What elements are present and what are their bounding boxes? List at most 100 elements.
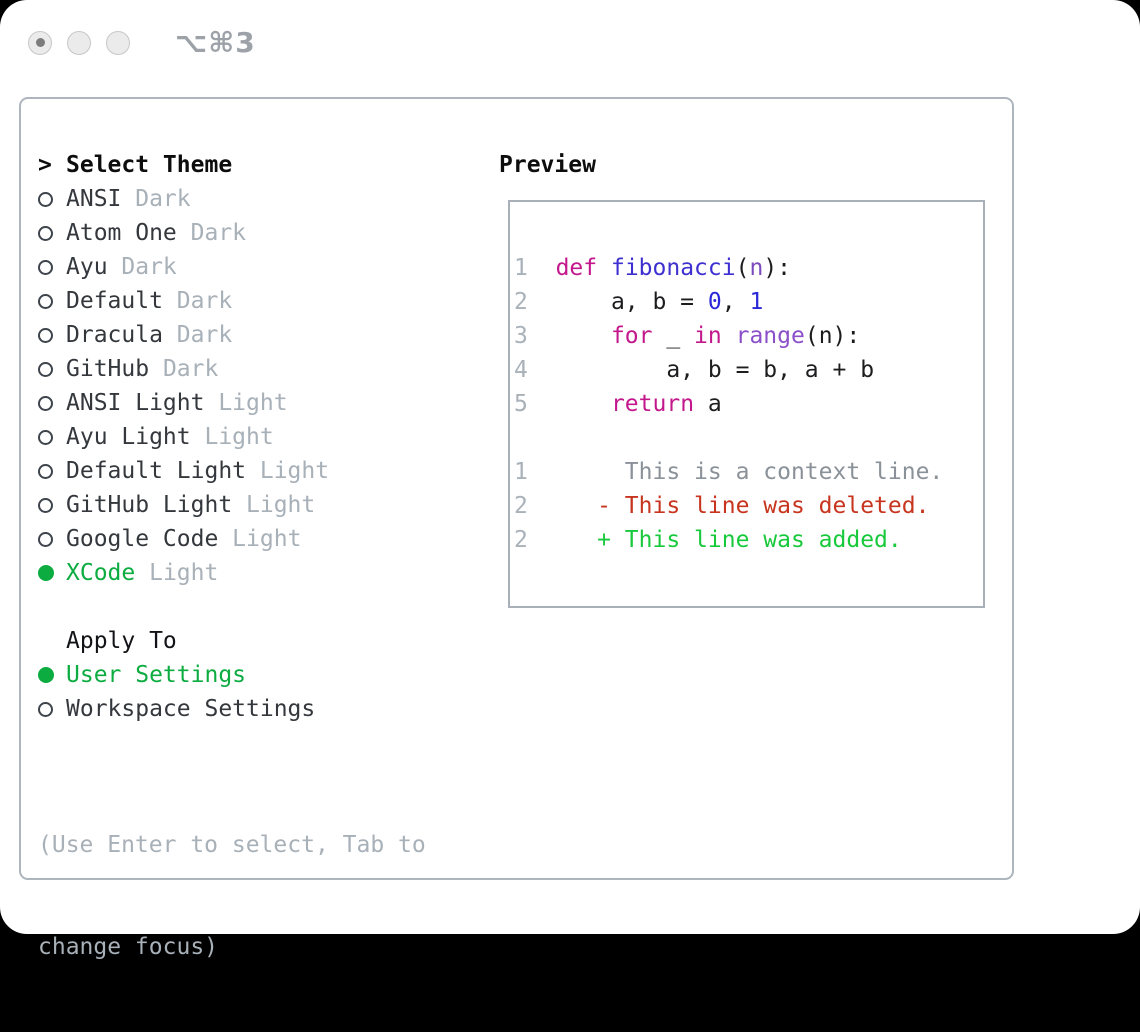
code-token-keyword: in — [694, 323, 722, 349]
item-variant-tag: Dark — [108, 250, 177, 284]
code-token-context: This is a context line. — [625, 459, 944, 485]
apply-to-title: Apply To — [66, 624, 177, 658]
theme-item-default-light[interactable]: Default Light Light — [38, 454, 478, 488]
radio-unselected-icon — [38, 260, 53, 275]
radio-unselected-icon — [38, 498, 53, 513]
theme-item-ayu[interactable]: Ayu Dark — [38, 250, 478, 284]
preview-line — [514, 421, 979, 455]
code-token-number: 0 — [708, 289, 722, 315]
theme-item-github-light[interactable]: GitHub Light Light — [38, 488, 478, 522]
theme-item-dracula[interactable]: Dracula Dark — [38, 318, 478, 352]
item-label: Dracula — [66, 318, 163, 352]
item-label: Atom One — [66, 216, 177, 250]
theme-item-ansi-light[interactable]: ANSI Light Light — [38, 386, 478, 420]
spacer-row — [38, 726, 478, 760]
item-variant-tag: Light — [204, 386, 287, 420]
code-token-number: 1 — [749, 289, 763, 315]
code-token-function: fibonacci — [611, 255, 736, 281]
line-number: 2 — [514, 527, 528, 553]
line-number: 1 — [514, 255, 528, 281]
radio-selected-icon — [38, 667, 54, 683]
item-variant-tag: Light — [246, 454, 329, 488]
theme-item-google-code[interactable]: Google Code Light — [38, 522, 478, 556]
apply-option-workspace-settings[interactable]: Workspace Settings — [38, 692, 478, 726]
theme-item-ansi[interactable]: ANSI Dark — [38, 182, 478, 216]
code-token-plain — [528, 527, 597, 553]
code-token-plain — [597, 255, 611, 281]
theme-item-default[interactable]: Default Dark — [38, 284, 478, 318]
code-token-plain: a, b = b, a + b — [528, 357, 874, 383]
code-token-added: + This line was added. — [597, 527, 902, 553]
item-label: XCode — [66, 556, 135, 590]
code-token-deleted: - This line was deleted. — [597, 493, 929, 519]
code-token-plain: a — [694, 391, 722, 417]
apply-to-header: Apply To — [38, 624, 478, 658]
theme-item-github[interactable]: GitHub Dark — [38, 352, 478, 386]
preview-line: 5 return a — [514, 387, 979, 421]
radio-unselected-icon — [38, 294, 53, 309]
item-variant-tag: Light — [232, 488, 315, 522]
item-label: Google Code — [66, 522, 218, 556]
help-text-line-1: (Use Enter to select, Tab to — [38, 828, 478, 862]
code-token-plain — [528, 323, 611, 349]
window-control-active-dot — [36, 38, 45, 47]
code-token-plain: _ — [653, 323, 695, 349]
preview-line: 2 - This line was deleted. — [514, 489, 979, 523]
item-variant-tag: Dark — [163, 284, 232, 318]
window-control-button-2[interactable] — [67, 31, 91, 55]
radio-unselected-icon — [38, 328, 53, 343]
theme-item-atom-one[interactable]: Atom One Dark — [38, 216, 478, 250]
help-text: (Use Enter to select, Tab to change focu… — [38, 760, 478, 1032]
window-control-button-3[interactable] — [106, 31, 130, 55]
item-variant-tag: Dark — [121, 182, 190, 216]
radio-unselected-icon — [38, 702, 53, 717]
preview-line: 1 This is a context line. — [514, 455, 979, 489]
preview-line: 2 a, b = 0, 1 — [514, 285, 979, 319]
code-token-plain — [528, 255, 556, 281]
theme-item-ayu-light[interactable]: Ayu Light Light — [38, 420, 478, 454]
theme-item-xcode[interactable]: XCode Light — [38, 556, 478, 590]
spacer-row — [38, 590, 478, 624]
line-number: 5 — [514, 391, 528, 417]
code-token-plain: ): — [763, 255, 791, 281]
radio-unselected-icon — [38, 226, 53, 241]
code-token-plain: , — [722, 289, 750, 315]
item-label: Ayu Light — [66, 420, 191, 454]
radio-selected-icon — [38, 565, 54, 581]
item-variant-tag: Dark — [163, 318, 232, 352]
help-text-line-2: change focus) — [38, 930, 478, 964]
line-number: 1 — [514, 459, 528, 485]
line-number: 3 — [514, 323, 528, 349]
preview-line: 2 + This line was added. — [514, 523, 979, 557]
radio-unselected-icon — [38, 464, 53, 479]
code-token-builtin: range — [736, 323, 805, 349]
line-number: 2 — [514, 493, 528, 519]
item-label: User Settings — [66, 658, 246, 692]
item-variant-tag: Dark — [149, 352, 218, 386]
code-token-plain — [528, 391, 611, 417]
code-token-plain — [528, 459, 625, 485]
item-label: GitHub — [66, 352, 149, 386]
code-token-keyword: def — [556, 255, 598, 281]
code-token-keyword: return — [611, 391, 694, 417]
preview-title: Preview — [499, 148, 596, 182]
item-label: Ayu — [66, 250, 108, 284]
preview-line: 4 a, b = b, a + b — [514, 353, 979, 387]
window-control-button-1[interactable] — [28, 31, 52, 55]
select-theme-header: > Select Theme — [38, 148, 478, 182]
cursor-prompt-icon: > — [38, 148, 66, 182]
item-label: ANSI Light — [66, 386, 204, 420]
item-label: Default Light — [66, 454, 246, 488]
apply-option-user-settings[interactable]: User Settings — [38, 658, 478, 692]
code-token-plain: (n): — [805, 323, 860, 349]
radio-unselected-icon — [38, 192, 53, 207]
code-token-keyword: for — [611, 323, 653, 349]
select-theme-title: Select Theme — [66, 148, 232, 182]
radio-unselected-icon — [38, 396, 53, 411]
title-bar: ⌥⌘3 — [28, 26, 256, 59]
item-label: GitHub Light — [66, 488, 232, 522]
